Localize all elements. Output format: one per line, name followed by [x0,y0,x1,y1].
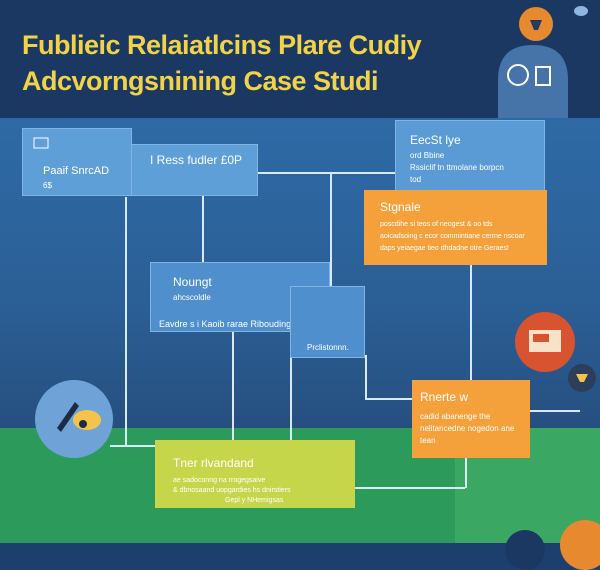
box-left-heading: Paaif SnrcAD [43,165,110,177]
box-left: Paaif SnrcAD 6$ [22,128,132,196]
box-small-text: Prclistonnn. [307,343,349,352]
title-line-2: Adcvorngsnining Case Studi [22,66,379,96]
light-bulb-icon [518,6,554,42]
box-right-line2: Rssiclif tn ttmolane borpcn [410,163,504,172]
box-orange-top-line3: daps yeiaegae tieo dhdadne otre Geraes! [380,245,509,252]
box-right-heading: EecSt lye [410,133,461,147]
box-small: Prclistonnn. [290,286,365,358]
connector [290,330,292,448]
connector [202,172,204,267]
box-mid-sub: ahcscoldle [173,293,211,302]
box-mid-line: Eavdre s i Kaoib rarae Ribouding [159,319,292,329]
chart-icon [33,137,49,149]
box-orange-bottom: Rnerte w cadid abanenge the nelitancedne… [412,380,530,458]
box-left-sub: 6$ [43,181,52,190]
box-green: Tner rlvandand ae sadoconng na rrogegsai… [155,440,355,508]
connector [365,355,367,400]
title-line-1: Fublieic Relaiatlcins Plare Cudiy [22,30,422,60]
connector [365,398,415,400]
box-orange-top-heading: Stgnale [380,200,421,214]
box-orange-bottom-heading: Rnerte w [420,390,469,404]
box-right-line3: tod [410,175,422,184]
connector [125,197,127,445]
box-green-heading: Tner rlvandand [173,456,254,470]
box-orange-top-line2: aoicadsoing c ecor commintiane cerrne ns… [380,233,525,240]
box-top-mid-text: I Ress fudler £0P [150,153,243,167]
connector [110,445,158,447]
box-right: EecSt lye ord Bbine Rssiclif tn ttmolane… [395,120,545,192]
box-green-line1: ae sadoconng na rrogegsaive [173,477,266,484]
connector [355,487,465,489]
decor-circle [560,520,600,570]
decor-circle [505,530,545,570]
connector [255,172,395,174]
box-top-mid: I Ress fudler £0P [132,144,258,196]
box-orange-bottom-line1: cadid abanenge the [420,412,491,421]
connector [530,410,580,412]
box-mid-heading: Noungt [173,275,212,289]
connector [465,430,467,488]
decor-dot [574,6,588,16]
connector [330,172,332,290]
box-orange-bottom-line2: nelitancedne nogedon ane [420,424,515,433]
box-right-line1: ord Bbine [410,151,445,160]
box-green-line2: & dbnosaand uopgardies hs dnirstiers [173,487,291,494]
box-orange-top: Stgnale poscdihe si teos of neogest & oo… [364,190,547,265]
connector [232,330,234,448]
box-orange-top-line1: poscdihe si teos of neogest & oo tds [380,221,493,228]
head-silhouette-icon [488,40,578,118]
box-green-line3: Gepl y NHemigsas [225,497,284,504]
box-orange-bottom-line3: tean [420,436,436,445]
pen-tool-icon [35,380,113,458]
lamp-icon [568,364,596,392]
connector [470,265,472,380]
presentation-icon [515,312,575,372]
